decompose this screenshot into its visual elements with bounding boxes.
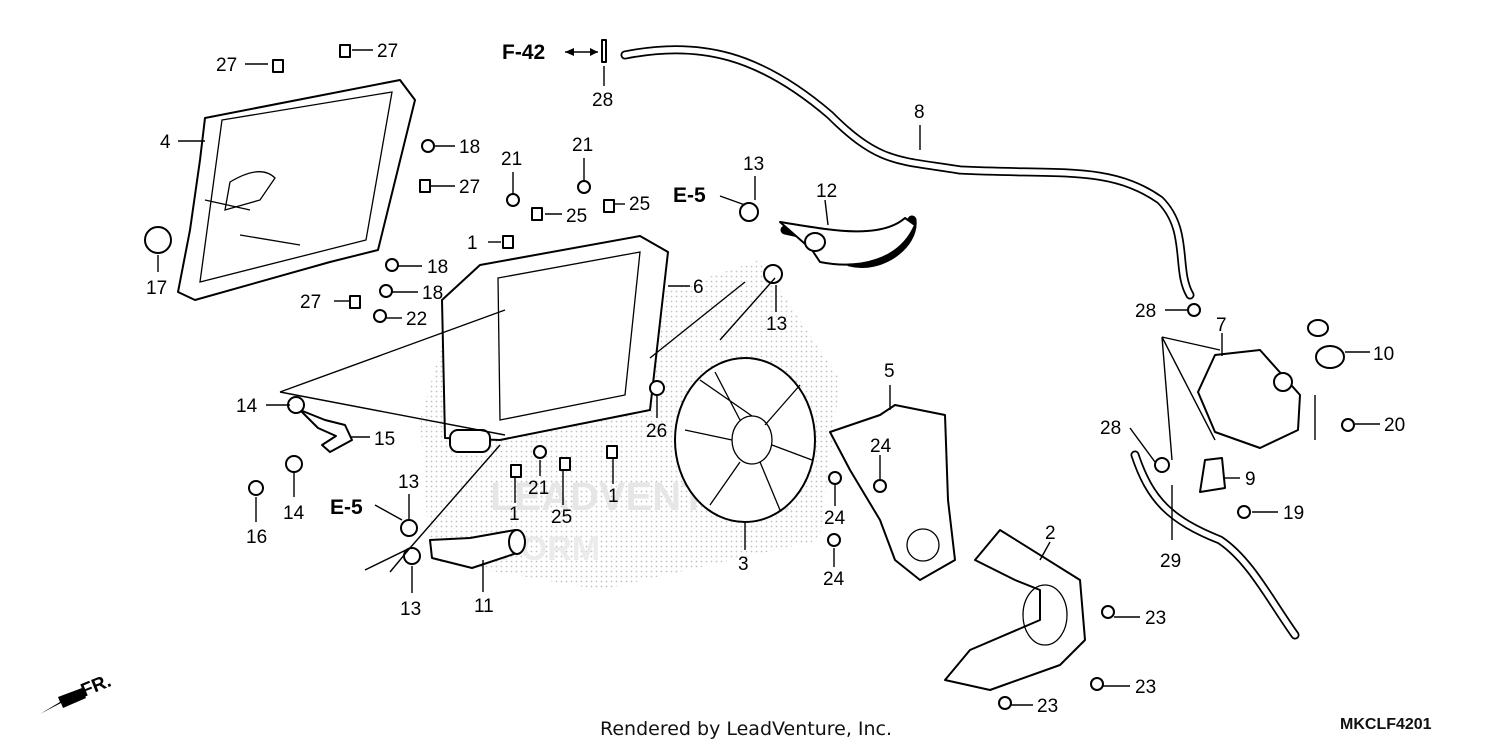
callout-6[interactable]: 6 bbox=[693, 277, 704, 298]
callout-11[interactable]: 11 bbox=[474, 596, 494, 617]
callout-25[interactable]: 25 bbox=[566, 206, 587, 227]
callout-25[interactable]: 25 bbox=[629, 194, 650, 215]
callout-23[interactable]: 23 bbox=[1145, 608, 1166, 629]
callout-3[interactable]: 3 bbox=[738, 554, 749, 575]
upper-hose-12[interactable] bbox=[779, 215, 917, 268]
credit-text: Rendered by LeadVenture, Inc. bbox=[600, 718, 893, 740]
callout-13[interactable]: 13 bbox=[400, 599, 421, 620]
cooling-fan[interactable] bbox=[674, 357, 816, 523]
fan-shroud[interactable] bbox=[177, 79, 416, 301]
callout-13[interactable]: 13 bbox=[743, 154, 764, 175]
callout-12[interactable]: 12 bbox=[816, 181, 837, 202]
fasteners bbox=[144, 39, 1355, 710]
callout-10[interactable]: 10 bbox=[1373, 344, 1394, 365]
callout-16[interactable]: 16 bbox=[246, 527, 267, 548]
callout-24[interactable]: 24 bbox=[824, 508, 846, 529]
callout-26[interactable]: 26 bbox=[646, 421, 667, 442]
tank-cap[interactable] bbox=[1307, 319, 1345, 369]
callout-14[interactable]: 14 bbox=[236, 396, 258, 417]
callout-2[interactable]: 2 bbox=[1045, 523, 1056, 544]
callout-18[interactable]: 18 bbox=[459, 137, 480, 158]
leader-lines bbox=[157, 48, 1380, 706]
reserve-tank[interactable] bbox=[1197, 349, 1301, 449]
front-direction-indicator: FR. bbox=[40, 671, 114, 714]
callout-28[interactable]: 28 bbox=[1135, 301, 1156, 322]
fan-cover[interactable] bbox=[944, 529, 1086, 691]
front-arrow-icon bbox=[40, 688, 86, 714]
callout-5[interactable]: 5 bbox=[884, 361, 895, 382]
overflow-hose-8[interactable] bbox=[620, 45, 1195, 300]
callout-labels: 1 1 1 2 3 4 5 6 7 8 9 10 11 12 13 13 13 … bbox=[146, 41, 1405, 717]
fan-bracket[interactable] bbox=[829, 404, 956, 581]
radiator[interactable] bbox=[441, 235, 669, 453]
callout-27[interactable]: 27 bbox=[300, 292, 321, 313]
callout-24[interactable]: 24 bbox=[870, 436, 892, 457]
callout-27[interactable]: 27 bbox=[377, 41, 398, 62]
ref-e5-upper[interactable]: E-5 bbox=[673, 184, 706, 207]
diagram-code: MKCLF4201 bbox=[1340, 716, 1432, 733]
callout-23[interactable]: 23 bbox=[1135, 677, 1156, 698]
callout-22[interactable]: 22 bbox=[406, 309, 427, 330]
callout-21[interactable]: 21 bbox=[501, 149, 522, 170]
callout-28[interactable]: 28 bbox=[1100, 418, 1121, 439]
callout-27[interactable]: 27 bbox=[459, 177, 480, 198]
section-references: F-42 E-5 E-5 bbox=[330, 41, 706, 519]
callout-1[interactable]: 1 bbox=[467, 233, 478, 254]
lower-hose-11[interactable] bbox=[429, 529, 526, 569]
callout-7[interactable]: 7 bbox=[1216, 315, 1227, 336]
callout-29[interactable]: 29 bbox=[1160, 551, 1181, 572]
callout-1[interactable]: 1 bbox=[608, 486, 619, 507]
callout-21[interactable]: 21 bbox=[572, 135, 593, 156]
callout-8[interactable]: 8 bbox=[914, 102, 925, 123]
callout-13[interactable]: 13 bbox=[766, 314, 787, 335]
callout-4[interactable]: 4 bbox=[160, 132, 171, 153]
callout-1[interactable]: 1 bbox=[509, 504, 520, 525]
callout-28[interactable]: 28 bbox=[592, 90, 613, 111]
callout-19[interactable]: 19 bbox=[1283, 503, 1304, 524]
callout-27[interactable]: 27 bbox=[216, 55, 237, 76]
callout-25[interactable]: 25 bbox=[551, 507, 572, 528]
callout-23[interactable]: 23 bbox=[1037, 696, 1058, 717]
drain-hose-29[interactable] bbox=[1130, 450, 1300, 640]
tank-bracket[interactable] bbox=[1199, 457, 1226, 493]
callout-21[interactable]: 21 bbox=[528, 478, 549, 499]
hose-15[interactable] bbox=[299, 409, 353, 453]
ref-f42[interactable]: F-42 bbox=[502, 41, 545, 64]
callout-18[interactable]: 18 bbox=[427, 257, 448, 278]
front-label: FR. bbox=[78, 671, 114, 702]
callout-14[interactable]: 14 bbox=[283, 503, 305, 524]
callout-24[interactable]: 24 bbox=[823, 569, 845, 590]
callout-18[interactable]: 18 bbox=[422, 283, 443, 304]
ref-e5-lower[interactable]: E-5 bbox=[330, 496, 363, 519]
callout-17[interactable]: 17 bbox=[146, 278, 167, 299]
callout-20[interactable]: 20 bbox=[1384, 415, 1405, 436]
callout-15[interactable]: 15 bbox=[374, 429, 395, 450]
callout-9[interactable]: 9 bbox=[1245, 469, 1256, 490]
callout-13[interactable]: 13 bbox=[398, 472, 419, 493]
